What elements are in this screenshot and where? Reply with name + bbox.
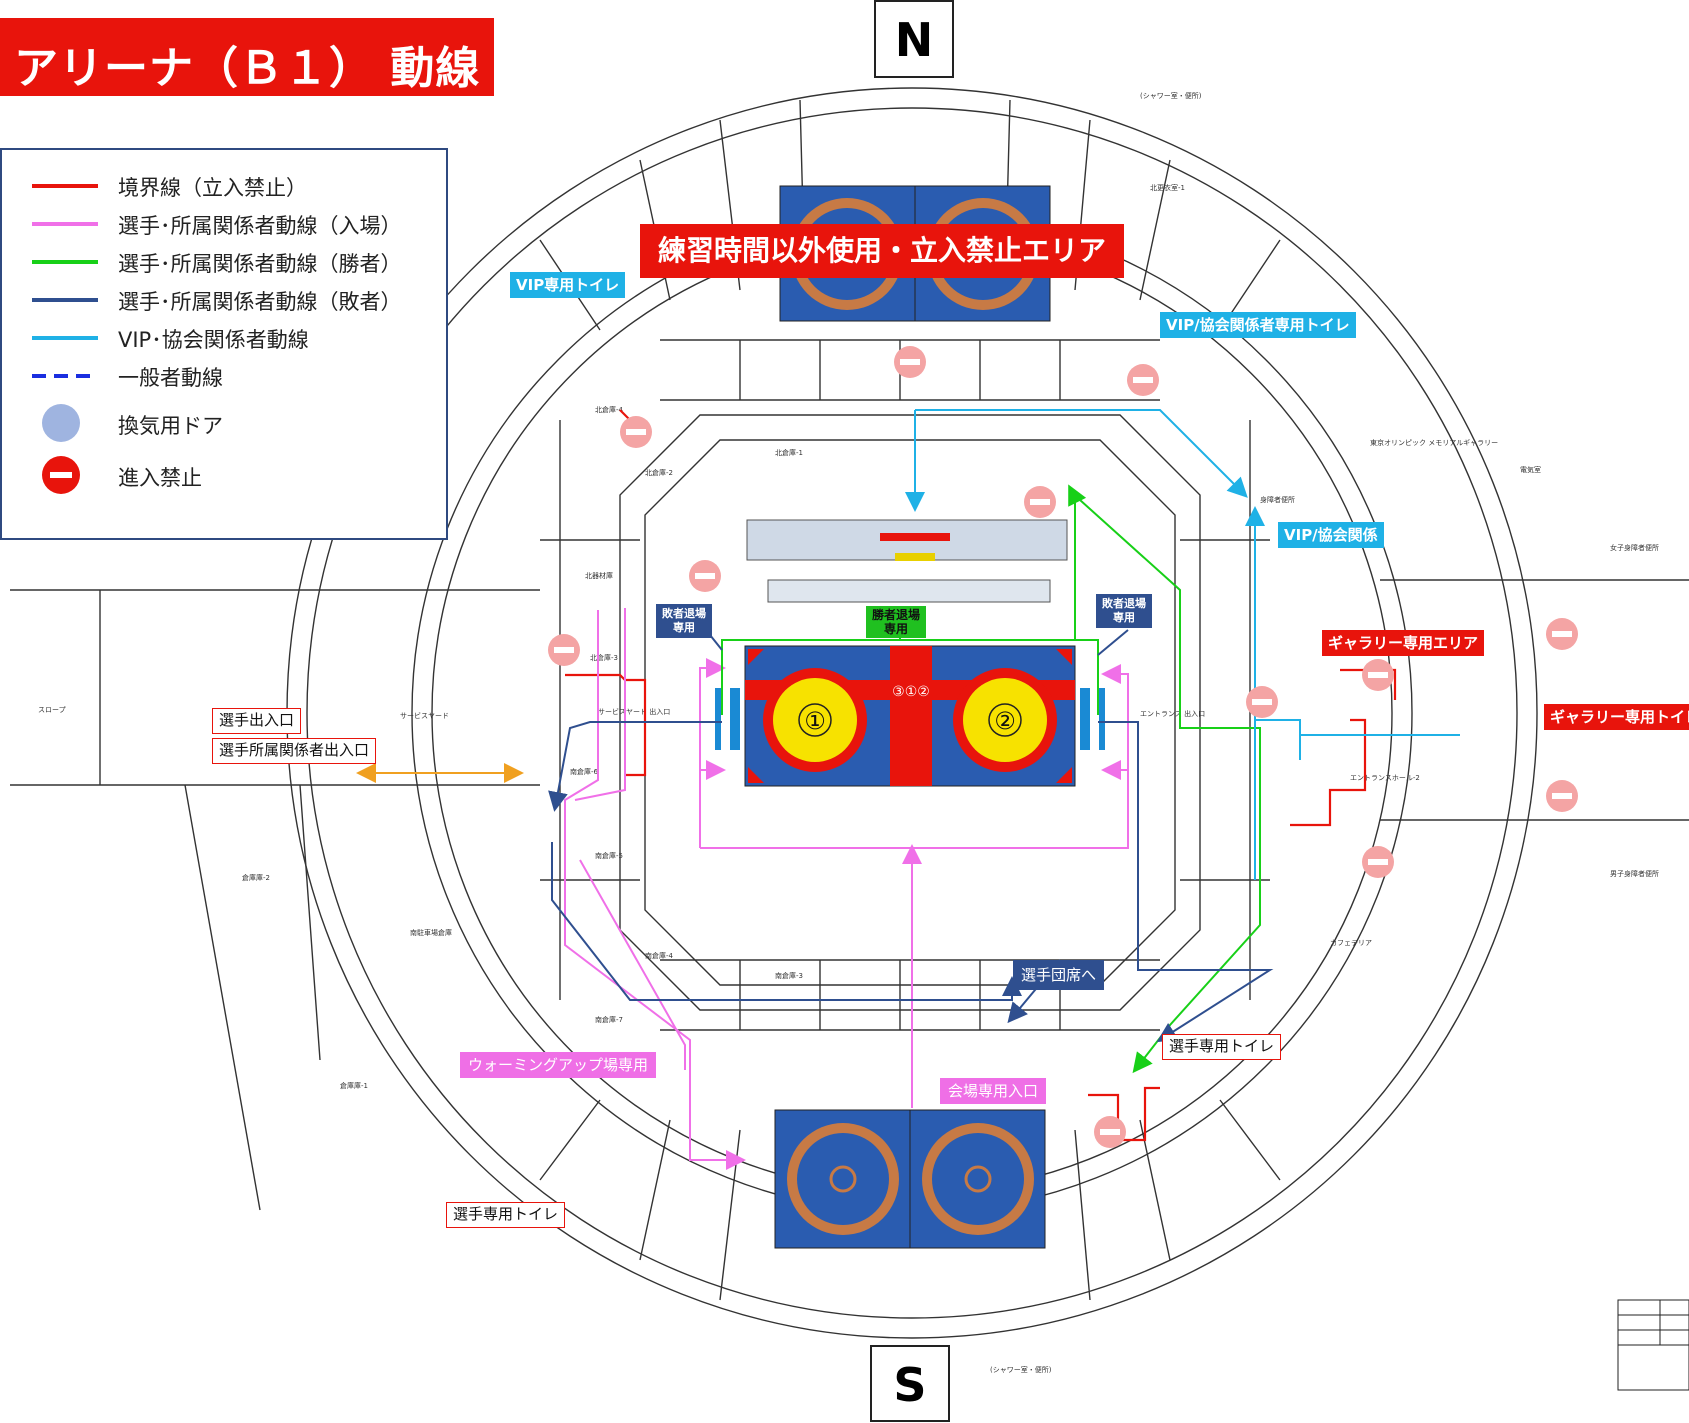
legend-label: 進入禁止 (118, 466, 202, 490)
compass-north: N (874, 0, 954, 78)
seat-rows (715, 688, 1105, 750)
no-entry-signs (548, 346, 1578, 1148)
room-nw1: 北倉庫-1 (775, 448, 803, 457)
vip-assoc-tag: VIP/協会関係 (1278, 522, 1384, 548)
player-entrance-tag: 選手出入口 (212, 708, 302, 734)
legend-item-loser: 選手･所属関係者動線（敗者） (2, 282, 442, 314)
room-south-storage: 南駐車場倉庫 (410, 928, 452, 937)
officials-table (746, 519, 1068, 603)
legend-label: 選手･所属関係者動線（勝者） (118, 252, 402, 276)
vip-assoc-toilet-tag: VIP/協会関係者専用トイレ (1160, 312, 1356, 338)
loser-exit-left-tag: 敗者退場 専用 (656, 604, 712, 638)
room-sw3: 南倉庫-3 (775, 971, 803, 980)
no-entry-icon (1362, 846, 1394, 878)
room-sw4: 南倉庫-4 (645, 951, 674, 960)
practice-mats-south (774, 1109, 1046, 1249)
compass-south: S (870, 1345, 950, 1422)
room-sw6: 南倉庫-6 (570, 767, 599, 776)
no-entry-icon (1362, 659, 1394, 691)
room-service-yard: サービスヤード (400, 711, 449, 720)
room-shower-nw: (シャワー室・便所) (1140, 91, 1202, 100)
vip-toilet-tag: VIP専用トイレ (510, 272, 626, 298)
legend-swatch (32, 336, 98, 340)
team-seats-tag: 選手団席へ (1013, 960, 1105, 990)
legend-label: 一般者動線 (118, 366, 223, 390)
room-nw4: 北倉庫-4 (595, 405, 624, 414)
page-title: アリーナ（Ｂ１） 動線 (14, 43, 481, 94)
route-loser (548, 609, 1274, 1043)
room-labels: スロープ サービスヤード エントランスホール-2 東京オリンピック メモリアルギ… (38, 91, 1659, 1374)
room-cafeteria: カフェテリア (1330, 939, 1372, 947)
mat-badges: ③①② (892, 684, 930, 700)
room-slope: スロープ (38, 706, 66, 714)
room-entrance-hall: エントランスホール-2 (1350, 774, 1420, 782)
no-entry-icon (1127, 364, 1159, 396)
room-w2: 倉庫庫-2 (242, 873, 270, 882)
room-entrance-exit: エントランス 出入口 (1140, 709, 1205, 718)
legend-label: 選手･所属関係者動線（入場） (118, 214, 402, 238)
room-w1: 倉庫庫-1 (340, 1081, 368, 1090)
player-toilet-left-tag: 選手専用トイレ (446, 1202, 566, 1228)
legend-label: 選手･所属関係者動線（敗者） (118, 290, 402, 314)
room-nw3: 北倉庫-3 (590, 653, 618, 662)
legend-item-general: 一般者動線 (2, 358, 442, 390)
no-entry-icon (1546, 618, 1578, 650)
legend-label: 境界線（立入禁止） (118, 176, 307, 200)
legend-swatch (32, 260, 98, 264)
legend-item-no-entry: 進入禁止 (2, 456, 442, 494)
room-sw7: 南倉庫-7 (595, 1015, 623, 1024)
mat-2-number: ② (994, 707, 1016, 735)
no-entry-icon (620, 416, 652, 448)
gallery-toilet-tag: ギャラリー専用トイレ (1544, 704, 1689, 730)
winner-exit-tag: 勝者退場 専用 (866, 606, 927, 638)
legend-swatch (32, 298, 98, 302)
legend-label: 換気用ドア (118, 414, 223, 438)
legend-swatch (32, 374, 98, 378)
venue-entrance-tag: 会場専用入口 (940, 1078, 1047, 1104)
legend: 境界線（立入禁止） 選手･所属関係者動線（入場） 選手･所属関係者動線（勝者） … (0, 148, 448, 540)
room-sw5: 南倉庫-5 (595, 851, 623, 860)
room-north-dressing: 北更衣室-1 (1150, 183, 1185, 192)
gallery-area-tag: ギャラリー専用エリア (1322, 630, 1485, 656)
room-disabled-toilet: 身障者便所 (1260, 495, 1295, 504)
no-entry-icon (42, 456, 80, 494)
practice-area-tag: 練習時間以外使用・立入禁止エリア (640, 224, 1125, 278)
title-banner: アリーナ（Ｂ１） 動線 (0, 18, 494, 96)
player-toilet-right-tag: 選手専用トイレ (1162, 1034, 1282, 1060)
room-men-toilet: 男子身障者便所 (1610, 869, 1659, 878)
player-staff-entrance-tag: 選手所属関係者出入口 (212, 738, 377, 764)
room-north-storage: 北器材庫 (585, 571, 613, 580)
legend-item-vip: VIP･協会関係者動線 (2, 320, 442, 352)
no-entry-icon (1246, 686, 1278, 718)
no-entry-icon (548, 634, 580, 666)
legend-item-winner: 選手･所属関係者動線（勝者） (2, 244, 442, 276)
loser-exit-right-tag: 敗者退場 専用 (1096, 594, 1152, 628)
room-shower-s: (シャワー室・便所) (990, 1365, 1052, 1374)
legend-item-vent-door: 換気用ドア (2, 404, 442, 442)
no-entry-icon (689, 560, 721, 592)
legend-swatch (32, 222, 98, 226)
mat-1-number: ① (804, 707, 826, 735)
route-entry (564, 608, 1129, 1170)
no-entry-icon (1546, 780, 1578, 812)
legend-item-entry: 選手･所属関係者動線（入場） (2, 206, 442, 238)
no-entry-icon (894, 346, 926, 378)
warmup-only-tag: ウォーミングアップ場専用 (460, 1052, 657, 1078)
room-memorial: 東京オリンピック メモリアルギャラリー (1370, 438, 1498, 447)
legend-item-boundary: 境界線（立入禁止） (2, 168, 442, 200)
main-mat: ① ② ③①② (744, 645, 1076, 787)
vent-door-icon (42, 404, 80, 442)
no-entry-icon (1024, 486, 1056, 518)
room-women-toilet: 女子身障者便所 (1610, 543, 1659, 552)
room-service-yard-entry: サービスヤード 出入口 (598, 707, 670, 716)
room-electric: 電気室 (1520, 465, 1541, 474)
room-nw2: 北倉庫-2 (645, 468, 673, 477)
title-block (1617, 1299, 1689, 1391)
legend-swatch (32, 184, 98, 188)
legend-label: VIP･協会関係者動線 (118, 328, 309, 352)
no-entry-icon (1094, 1116, 1126, 1148)
